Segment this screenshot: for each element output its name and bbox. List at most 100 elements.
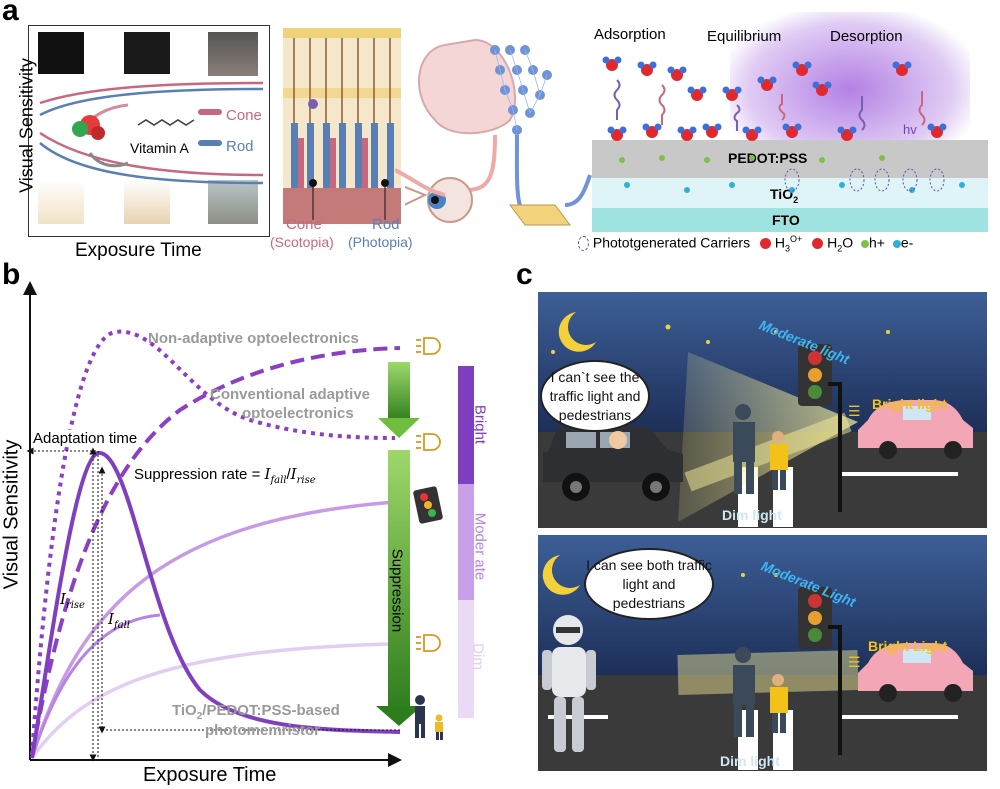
suppression-rate-formula: Suppression rate = Ifall/Irise	[134, 465, 316, 486]
panel-letter-c: c	[516, 258, 533, 291]
suppression-rate-slash: /	[286, 466, 291, 483]
retina-cone-label: Cone	[286, 216, 322, 233]
top-bright-bulb-icon: ☰	[848, 403, 861, 419]
i-rise-sub: rise	[65, 600, 85, 611]
device-label-sub: 2	[196, 711, 203, 722]
carrier-pairs	[784, 168, 945, 192]
h3o-legend-main: H	[774, 234, 785, 251]
dark-thumbnail-3	[208, 32, 258, 76]
process-equilibrium: Equilibrium	[707, 28, 782, 45]
legend-cone-label: Cone	[226, 107, 262, 124]
surface-molecules	[607, 123, 947, 141]
h3o-legend-sup: O+	[790, 234, 803, 244]
panel-letter-b: b	[2, 258, 21, 291]
i-fall-main: I	[108, 610, 114, 628]
h3o-legend-sub: 3	[785, 243, 791, 254]
suppression-label: Suppression	[388, 548, 406, 633]
water-molecules	[602, 56, 912, 101]
legend-rod-swatch	[198, 140, 222, 146]
eminus-legend-label: e-	[900, 234, 914, 251]
panel-b-y-label: Visual Sensitivity	[0, 439, 23, 590]
driver-head	[609, 431, 627, 449]
bright-thumbnail-1	[38, 180, 84, 224]
bar-dim	[458, 600, 474, 718]
carrier-legend-label: Phototgenerated Carriers	[592, 234, 751, 251]
panel-letter-a: a	[2, 0, 19, 27]
carrier-dots	[619, 155, 965, 193]
bar-label-bright: Bright	[471, 404, 489, 445]
i-rise-main: I	[60, 590, 66, 608]
suppression-rate-fall-main: I	[264, 465, 271, 483]
retina-rod-label: Rod	[372, 216, 400, 233]
moon-icon-bottom	[542, 555, 580, 595]
traffic-light-bottom	[798, 587, 842, 755]
vitamin-a-molecule	[137, 119, 195, 126]
suppression-arrow-upper	[388, 362, 410, 422]
i-fall-label: Ifall	[108, 610, 130, 631]
device-label-2: photomemristor	[205, 722, 321, 739]
panel-b-chart	[23, 281, 474, 767]
panel-b-x-label: Exposure Time	[143, 764, 277, 786]
bottom-bright-bulb-icon: ☰	[848, 654, 861, 670]
retina-illustration	[283, 28, 401, 224]
i-rise-label: Irise	[60, 590, 85, 611]
pedestrians-top	[733, 404, 788, 494]
suppression-rate-rise-sub: rise	[296, 475, 316, 486]
process-adsorption: Adsorption	[594, 26, 666, 43]
device-chip-icon	[509, 204, 571, 226]
suppression-rate-fall-sub: fall	[270, 475, 287, 486]
bar-bright	[458, 366, 474, 484]
bright-thumbnail-2	[124, 180, 170, 224]
dark-thumbnail-2	[124, 32, 170, 74]
speech-bubble-top: I can`t see the traffic light and pedest…	[540, 360, 650, 432]
hplus-legend-icon	[860, 239, 869, 248]
rod-curve-rise	[39, 87, 264, 117]
tio2-layer	[592, 178, 988, 208]
bar-label-moderate: Moder ate	[471, 512, 489, 581]
panel-a-curves	[39, 81, 264, 185]
suppression-arrow-lower	[388, 450, 410, 710]
moderate-curve-2	[30, 613, 161, 759]
wave-arrows	[613, 79, 926, 131]
retina-to-brain-links	[395, 168, 592, 207]
label-adaptation-time: Adaptation time	[33, 430, 138, 447]
retina-rod-sub: (Photopia)	[348, 234, 413, 250]
carrier-legend-icon	[578, 236, 589, 252]
hplus-legend-label: h+	[868, 234, 885, 251]
brain-eye-illustration	[405, 38, 571, 226]
h2o-legend-icon	[812, 238, 824, 250]
robot-icon	[542, 615, 596, 752]
h2o-legend-sub: 2	[837, 243, 843, 254]
top-dim-label: Dim light	[722, 507, 782, 523]
cycle-arrow-bottom	[88, 152, 129, 168]
device-legend: Phototgenerated Carriers H3O+ H2O h+ e-	[578, 234, 913, 253]
traffic-light-top	[798, 344, 842, 512]
panel-a-sensitivity-box	[28, 25, 270, 237]
h2o-legend-tail: O	[842, 234, 854, 251]
h3o-legend-icon	[759, 238, 771, 250]
device-label-1: TiO2/PEDOT:PSS-based	[172, 702, 340, 722]
bulb-icon-1	[416, 337, 441, 355]
cone-curve-rise	[39, 81, 264, 105]
tio2-label-sub: 2	[793, 194, 799, 205]
bulb-icon-3	[416, 634, 441, 652]
label-conventional-1: Conventional adaptive	[210, 386, 371, 403]
suv-top	[543, 427, 683, 501]
fto-layer-label: FTO	[772, 212, 800, 228]
photoreceptor-columns	[291, 123, 394, 188]
moon-icon	[558, 312, 596, 352]
suppression-rate-rise-main: I	[290, 465, 297, 483]
device-label-tio: TiO	[172, 702, 197, 719]
legend-cone-swatch	[198, 109, 222, 115]
pedot-layer-label: PEDOT:PSS	[728, 150, 808, 166]
h2o-legend-main: H	[827, 234, 838, 251]
scene-bottom	[538, 535, 987, 771]
panel-a-x-label: Exposure Time	[75, 240, 202, 261]
top-bright-label: Bright light	[872, 396, 947, 412]
molecule-field	[602, 56, 965, 193]
rod-curve-fall	[39, 142, 264, 185]
fto-layer	[592, 208, 988, 232]
conventional-adaptive-curve	[30, 346, 401, 756]
process-desorption: Desorption	[830, 28, 903, 45]
photomemristor-curve	[30, 451, 401, 759]
